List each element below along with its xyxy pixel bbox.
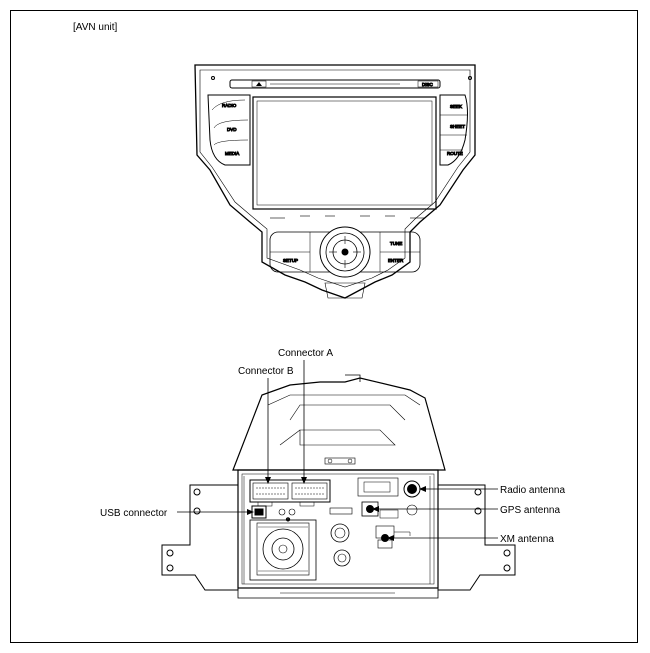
front-button-enter: ENTER xyxy=(388,258,404,263)
front-button-radio: RADIO xyxy=(222,103,237,108)
front-button-tune: TUNE xyxy=(390,241,402,246)
arrow-usb xyxy=(247,509,254,515)
label-xm-antenna: XM antenna xyxy=(500,534,554,545)
label-radio-antenna: Radio antenna xyxy=(500,485,565,496)
front-button-media: MEDIA xyxy=(225,151,239,156)
callout-leaders xyxy=(177,360,498,539)
diagram-title: [AVN unit] xyxy=(73,22,118,33)
front-panel xyxy=(194,64,476,299)
front-button-sheet: SHEET xyxy=(450,124,465,129)
arrow-radio-antenna xyxy=(419,486,426,492)
front-button-seek: SEEK xyxy=(450,104,462,109)
arrow-xm-antenna xyxy=(387,535,394,541)
svg-text:☉: ☉ xyxy=(286,517,291,522)
arrow-connector-a xyxy=(301,477,307,484)
rear-panel: ☉ xyxy=(161,374,516,599)
front-label-disc: DISC xyxy=(422,82,434,87)
label-connector-a: Connector A xyxy=(278,348,333,359)
diagram-frame xyxy=(10,10,638,643)
arrow-connector-b xyxy=(265,477,271,484)
eject-icon xyxy=(256,82,262,86)
arrow-gps-antenna xyxy=(372,506,379,512)
label-gps-antenna: GPS antenna xyxy=(500,505,560,516)
front-button-setup: SETUP xyxy=(283,258,298,263)
label-usb-connector: USB connector xyxy=(100,508,168,519)
front-button-dvd: DVD xyxy=(227,127,237,132)
label-connector-b: Connector B xyxy=(238,366,294,377)
front-button-route: ROUTE xyxy=(447,151,463,156)
